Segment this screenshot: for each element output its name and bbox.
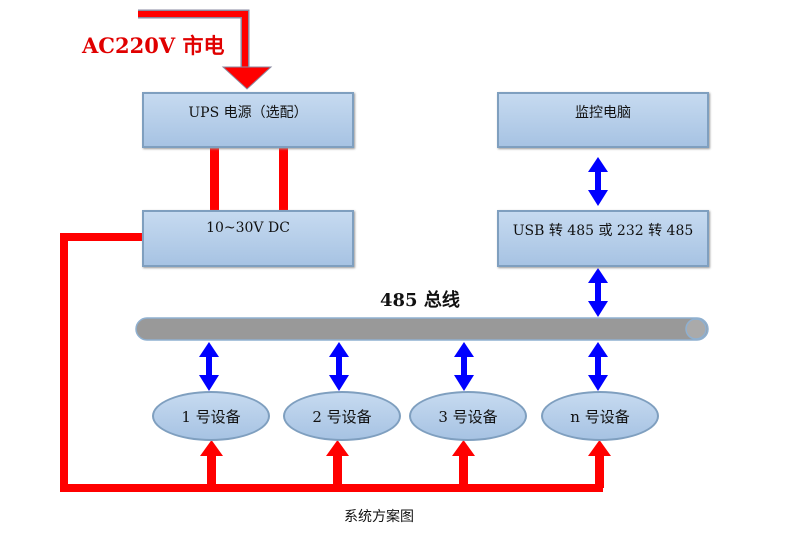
device-1: 1 号设备 [152,391,270,441]
device-1-label: 1 号设备 [181,407,241,426]
ups-power-box: UPS 电源（选配） [142,92,354,148]
ups-dc-wire-1 [210,147,219,210]
device-n-label: n 号设备 [570,407,630,426]
usb-converter-box: USB 转 485 或 232 转 485 [497,210,709,267]
device-2: 2 号设备 [283,391,401,441]
pc-usb-arrow [588,157,608,206]
dc-power-label: 10~30V DC [206,220,290,236]
signal-arrows [199,157,608,391]
usb-converter-label: USB 转 485 或 232 转 485 [512,223,694,239]
power-arrow-2 [326,440,349,488]
power-arrow-3 [452,440,475,488]
bus-end-cap [685,318,707,340]
bus-device-3-arrow [454,342,474,391]
ac-input-line-red [138,11,248,70]
dc-power-box: 10~30V DC [142,210,354,267]
ups-dc-wire-2 [279,147,288,210]
ac-input-arrow-head [221,66,273,90]
power-arrow-1 [200,440,223,488]
power-arrows [200,440,611,488]
bus-device-1-arrow [199,342,219,391]
bus-device-2-arrow [329,342,349,391]
device-3: 3 号设备 [409,391,527,441]
ups-power-label: UPS 电源（选配） [188,105,308,121]
diagram-caption: 系统方案图 [344,509,414,525]
rs485-bus [135,317,709,341]
monitor-pc-label: 监控电脑 [575,105,631,121]
device-n: n 号设备 [541,391,659,441]
monitor-pc-box: 监控电脑 [497,92,709,148]
power-arrow-n [588,440,611,488]
usb-bus-arrow [588,268,608,317]
bus-label: 485 总线 [380,290,460,311]
ac220v-label: AC220V 市电 [82,33,225,58]
bus-device-n-arrow [588,342,608,391]
device-2-label: 2 号设备 [312,407,372,426]
device-3-label: 3 号设备 [438,407,498,426]
